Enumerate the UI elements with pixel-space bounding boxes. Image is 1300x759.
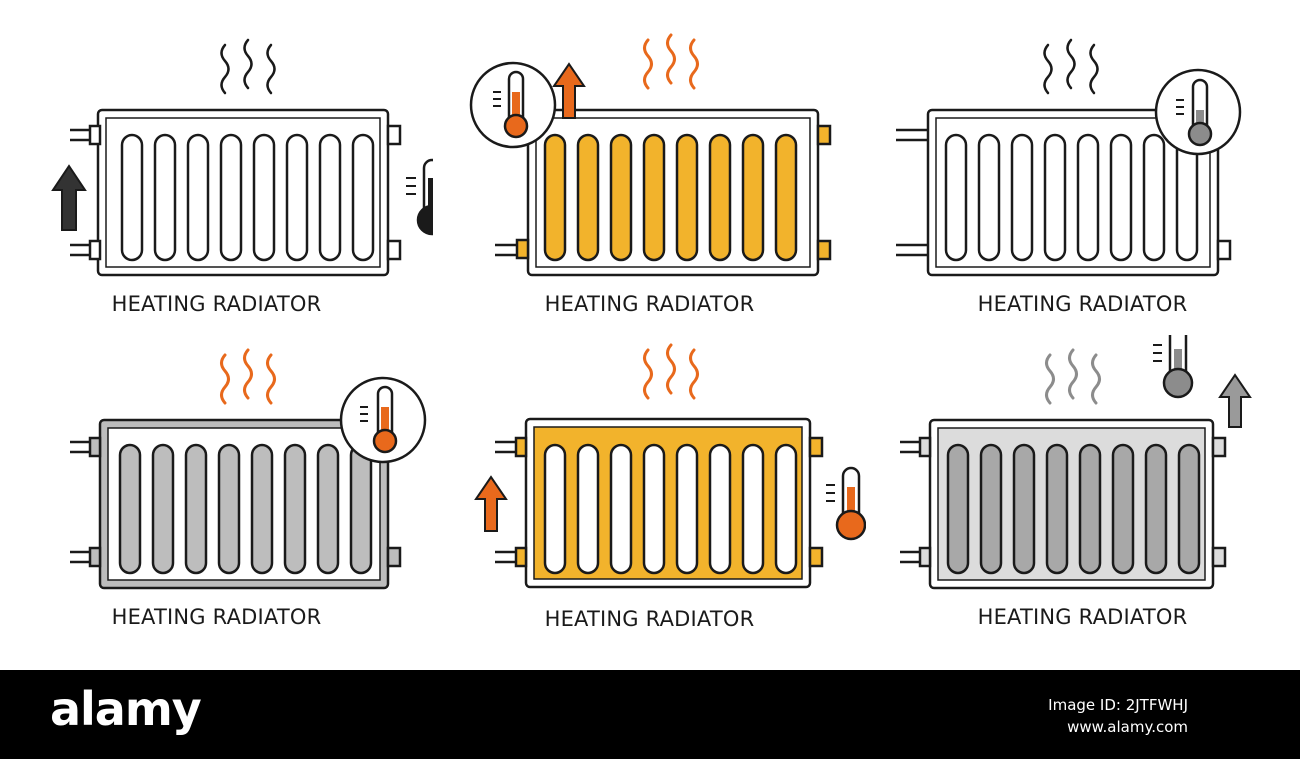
steam-icon xyxy=(643,343,699,400)
radiator-icon-1: HEATING RADIATOR xyxy=(0,0,433,335)
radiator-yellow-panel-graphic xyxy=(474,343,866,589)
brand-logo: alamy xyxy=(50,682,202,736)
radiator-icon-2: HEATING RADIATOR xyxy=(433,0,866,335)
radiator-icon-5: HEATING RADIATOR xyxy=(433,335,866,670)
thermometer-icon xyxy=(826,466,866,541)
steam-icon xyxy=(1045,348,1101,405)
icon-caption: HEATING RADIATOR xyxy=(111,605,322,629)
radiator-body xyxy=(70,108,402,277)
thermometer-badge-icon xyxy=(339,376,427,464)
radiator-outline-grey-graphic xyxy=(896,38,1242,277)
watermark-bar: alamy Image ID: 2JTFWHJ www.alamy.com xyxy=(0,670,1300,759)
site-url-text: www.alamy.com xyxy=(1067,718,1188,736)
icon-caption: HEATING RADIATOR xyxy=(544,607,755,631)
radiator-icon-4: HEATING RADIATOR xyxy=(0,335,433,670)
radiator-body xyxy=(900,418,1227,590)
steam-icon xyxy=(220,38,276,95)
radiator-icon-3: HEATING RADIATOR xyxy=(866,0,1299,335)
arrow-up-icon xyxy=(552,62,586,119)
radiator-body xyxy=(896,108,1232,277)
arrow-up-icon xyxy=(1218,373,1252,428)
thermometer-badge-icon xyxy=(1154,68,1242,156)
radiator-body xyxy=(495,417,824,589)
arrow-up-icon xyxy=(51,164,87,231)
radiator-icon-6: HEATING RADIATOR xyxy=(866,335,1299,670)
thermometer-icon xyxy=(1153,335,1194,399)
radiator-grey-frame-graphic xyxy=(70,348,427,590)
icon-caption: HEATING RADIATOR xyxy=(977,292,1188,316)
thermometer-badge-icon xyxy=(469,61,557,149)
radiator-body xyxy=(495,108,832,277)
icon-caption: HEATING RADIATOR xyxy=(977,605,1188,629)
steam-icon xyxy=(1043,38,1099,95)
icon-sheet: HEATING RADIATOR xyxy=(0,0,1299,670)
icon-caption: HEATING RADIATOR xyxy=(111,292,322,316)
image-id-text: Image ID: 2JTFWHJ xyxy=(1048,696,1188,714)
arrow-up-icon xyxy=(474,475,508,532)
radiator-yellow-fins-graphic xyxy=(469,33,832,277)
radiator-outline-graphic xyxy=(51,38,433,277)
radiator-body xyxy=(70,418,402,590)
radiator-light-grey-panel-graphic xyxy=(900,335,1252,590)
steam-icon xyxy=(220,348,276,405)
thermometer-icon xyxy=(406,158,433,236)
icon-caption: HEATING RADIATOR xyxy=(544,292,755,316)
steam-icon xyxy=(643,33,699,90)
